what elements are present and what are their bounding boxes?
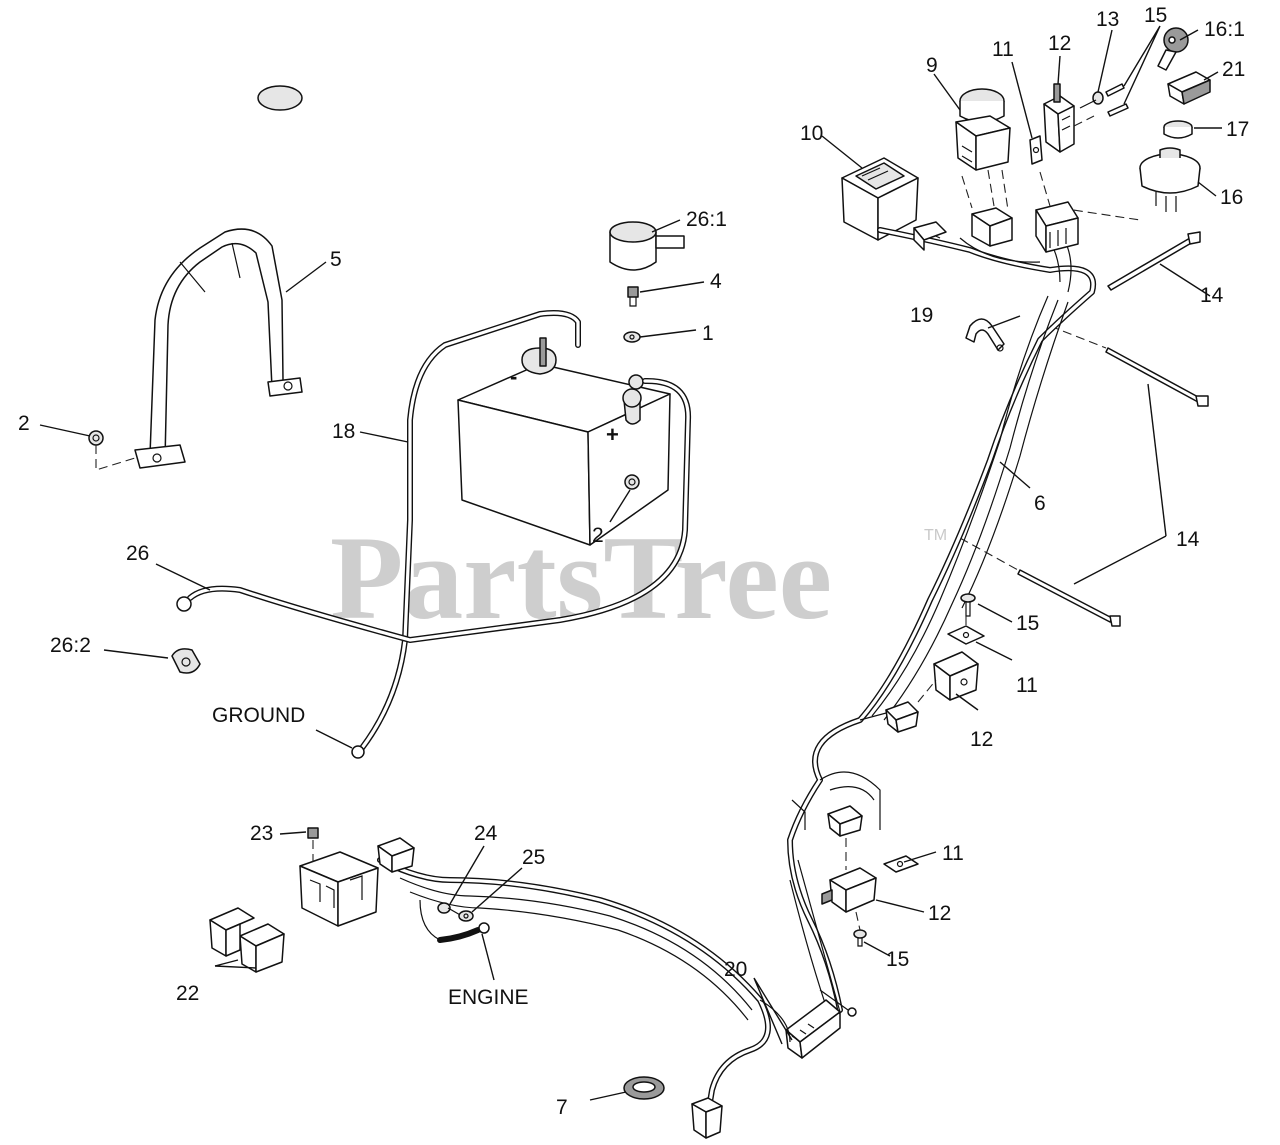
callout-26: 26 [126, 542, 149, 565]
callout-20: 20 [724, 958, 747, 981]
callout-14-lower: 14 [1176, 528, 1200, 551]
callout-18: 18 [332, 420, 355, 443]
terminal-nut[interactable] [628, 374, 644, 390]
grommet[interactable] [623, 1076, 665, 1100]
switch-plate-middle[interactable] [947, 625, 985, 645]
callout-23: 23 [250, 822, 273, 845]
callout-11-lower: 11 [942, 842, 964, 865]
harness-clip[interactable] [965, 318, 1005, 352]
terminal-bolt[interactable] [627, 286, 639, 307]
callout-11-middle: 11 [1016, 674, 1038, 697]
engine-ground-washer[interactable] [458, 910, 474, 922]
callout-12-top: 12 [1048, 32, 1071, 55]
harness-connector-meter[interactable] [913, 221, 947, 251]
terminal-boot[interactable] [171, 648, 201, 674]
screw-15-middle[interactable] [960, 593, 976, 617]
engine-label: ENGINE [448, 986, 529, 1009]
callout-13: 13 [1096, 8, 1119, 31]
callout-1: 1 [702, 322, 714, 345]
callout-19: 19 [910, 304, 933, 327]
ground-label: GROUND [212, 704, 305, 727]
positive-battery-cable[interactable] [176, 377, 692, 643]
ignition-cap-21[interactable] [1167, 71, 1211, 105]
terminal-washer[interactable] [623, 331, 641, 343]
callout-12-lower: 12 [928, 902, 951, 925]
callout-22: 22 [176, 982, 199, 1005]
switch-mounting-plate-top[interactable] [1029, 135, 1043, 165]
switch-plate-lower[interactable] [883, 855, 919, 873]
pto-switch-body[interactable] [955, 88, 1011, 171]
callout-4: 4 [710, 270, 722, 293]
callout-16: 16 [1220, 186, 1243, 209]
screw-15-lower[interactable] [853, 929, 867, 947]
callout-12-middle: 12 [970, 728, 993, 751]
negative-battery-cable[interactable] [351, 310, 581, 759]
harness-connector-relay[interactable] [377, 837, 415, 873]
hex-nut-left[interactable] [88, 430, 104, 446]
interlock-switch-middle[interactable] [933, 651, 979, 701]
lower-wire-harness[interactable] [377, 857, 791, 1105]
ignition-key-16-1[interactable] [1157, 27, 1189, 71]
callout-2-left: 2 [18, 412, 30, 435]
main-wire-harness[interactable] [787, 225, 1097, 1019]
ignition-nut-17[interactable] [1163, 120, 1193, 139]
hour-meter[interactable] [841, 157, 919, 241]
negative-terminal-sign: - [510, 364, 517, 389]
harness-connector-middle[interactable] [885, 701, 919, 733]
relay-back[interactable] [209, 907, 255, 957]
cable-tie-lower[interactable] [1017, 569, 1121, 627]
ignition-switch[interactable] [1139, 147, 1201, 212]
callout-7: 7 [556, 1096, 568, 1119]
callout-16-1: 16:1 [1204, 18, 1245, 41]
screws-15-top[interactable] [1105, 83, 1129, 117]
callout-11-top: 11 [992, 38, 1014, 61]
leader-lines [39, 25, 1222, 1101]
battery-hold-down-strap[interactable] [134, 228, 303, 469]
screw-13[interactable] [1079, 91, 1104, 109]
harness-end-connector[interactable] [691, 1097, 723, 1139]
pto-switch[interactable] [257, 85, 303, 111]
relay-socket-block[interactable] [299, 851, 379, 927]
callout-15-lower: 15 [886, 948, 909, 971]
callout-15-top: 15 [1144, 4, 1167, 27]
callout-25: 25 [522, 846, 545, 869]
mounting-bolt-23[interactable] [307, 827, 319, 862]
battery[interactable] [457, 337, 671, 546]
harness-connector-lower[interactable] [827, 805, 863, 837]
callout-14-upper: 14 [1200, 284, 1224, 307]
cable-tie-upper[interactable] [1107, 231, 1201, 291]
harness-connector-top[interactable] [1035, 201, 1079, 253]
callout-26-1: 26:1 [686, 208, 727, 231]
diode-connector-20[interactable] [785, 989, 857, 1059]
watermark-trademark: TM [924, 527, 947, 544]
callout-15-middle: 15 [1016, 612, 1039, 635]
positive-terminal-sign: + [606, 422, 619, 447]
terminal-cover[interactable] [609, 221, 685, 271]
callout-21: 21 [1222, 58, 1245, 81]
cable-tie-middle[interactable] [1105, 347, 1209, 407]
pto-switch-connector[interactable] [971, 207, 1013, 247]
callout-24: 24 [474, 822, 498, 845]
callout-10: 10 [800, 122, 823, 145]
relay-front[interactable] [239, 923, 285, 973]
callout-26-2: 26:2 [50, 634, 91, 657]
callout-6: 6 [1034, 492, 1046, 515]
callout-9: 9 [926, 54, 938, 77]
interlock-switch-top[interactable] [1043, 83, 1075, 153]
callout-17: 17 [1226, 118, 1249, 141]
engine-ground-terminal[interactable] [437, 922, 490, 943]
callout-5: 5 [330, 248, 342, 271]
callout-2-battery: 2 [592, 524, 604, 547]
interlock-switch-lower[interactable] [821, 867, 877, 913]
